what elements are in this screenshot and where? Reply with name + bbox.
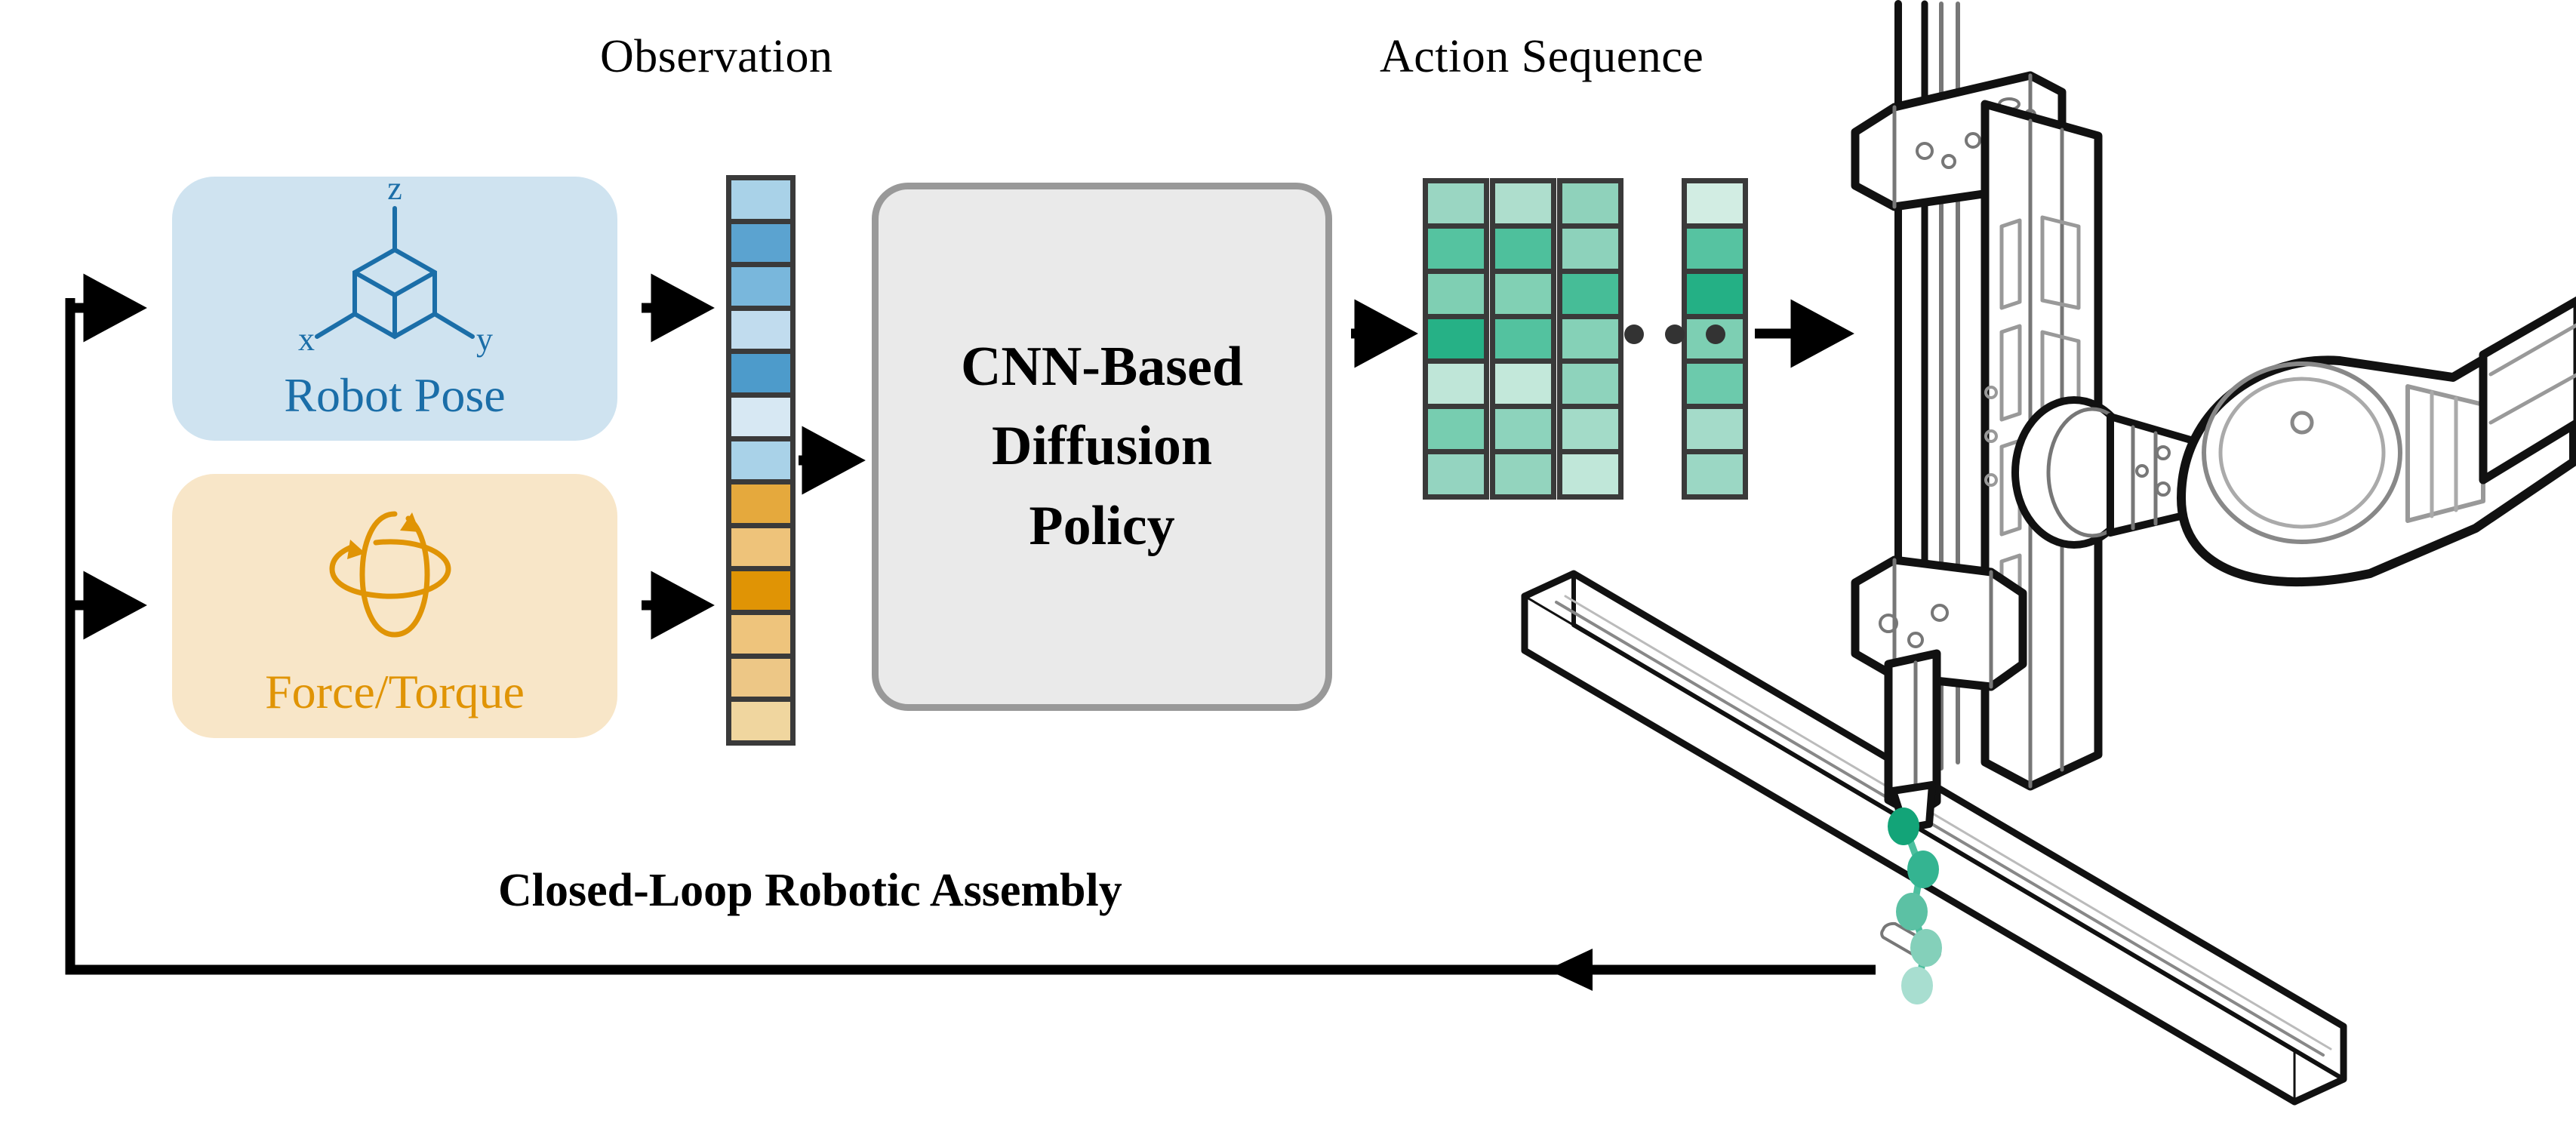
ellipsis-icon <box>1624 325 1725 344</box>
action-token-cell <box>1687 183 1743 229</box>
action-token-cell <box>1428 364 1484 410</box>
observation-token-cell <box>731 398 790 441</box>
action-token-cell <box>1562 318 1618 365</box>
observation-title: Observation <box>600 31 833 82</box>
action-token-cell <box>1428 409 1484 455</box>
action-token-cell <box>1428 228 1484 274</box>
trajectory-path <box>1888 807 1942 1004</box>
ellipsis-dot-1 <box>1624 325 1644 344</box>
action-sequence-title: Action Sequence <box>1380 31 1704 82</box>
action-column-1 <box>1423 178 1489 500</box>
closed-loop-caption: Closed-Loop Robotic Assembly <box>498 865 1122 916</box>
action-token-cell <box>1687 228 1743 274</box>
action-token-cell <box>1562 454 1618 495</box>
action-token-cell <box>1495 318 1551 365</box>
trajectory-point-2 <box>1907 851 1939 888</box>
ellipsis-dot-3 <box>1706 325 1725 344</box>
torque-arrowhead-left <box>347 540 365 559</box>
trajectory-point-4 <box>1910 929 1942 967</box>
robot-pose-label: Robot Pose <box>284 368 506 422</box>
trajectory-point-3 <box>1896 893 1928 931</box>
robot-arm-illustration <box>1521 0 2576 1106</box>
action-token-cell <box>1495 183 1551 229</box>
policy-line-1: CNN-Based <box>960 336 1244 398</box>
force-torque-box[interactable]: Force/Torque <box>172 474 617 738</box>
feedback-loop-path <box>65 298 1876 975</box>
coordinate-frame-cube-icon: z x y <box>298 170 493 358</box>
observation-token-cell <box>731 484 790 528</box>
observation-token-cell <box>731 658 790 703</box>
action-token-cell <box>1562 409 1618 455</box>
force-torque-label: Force/Torque <box>265 665 525 718</box>
observation-token-cell <box>731 267 790 311</box>
action-token-cell <box>1687 273 1743 319</box>
action-token-cell <box>1687 364 1743 410</box>
observation-token-cell <box>731 223 790 268</box>
action-token-cell <box>1495 228 1551 274</box>
policy-line-2: Diffusion <box>992 415 1212 478</box>
ellipsis-dot-2 <box>1665 325 1685 344</box>
observation-token-cell <box>731 528 790 572</box>
diffusion-policy-box[interactable]: CNN-Based Diffusion Policy <box>872 183 1332 711</box>
trajectory-point-5 <box>1901 967 1933 1004</box>
observation-token-cell <box>731 571 790 616</box>
axis-label-y: y <box>476 321 493 358</box>
action-column-3 <box>1557 178 1623 500</box>
robot-arm-joint <box>2177 296 2576 587</box>
action-token-cell <box>1562 228 1618 274</box>
robot-pose-box[interactable]: z x y Robot Pose <box>172 170 617 441</box>
wrist-flange <box>2011 396 2197 549</box>
action-token-cell <box>1428 318 1484 365</box>
action-token-cell <box>1428 273 1484 319</box>
action-token-cell <box>1495 454 1551 495</box>
observation-token-cell <box>731 310 790 355</box>
action-token-cell <box>1562 183 1618 229</box>
trajectory-point-1 <box>1888 807 1919 845</box>
observation-token-cell <box>731 354 790 398</box>
action-token-cell <box>1495 409 1551 455</box>
observation-token-cell <box>731 702 790 740</box>
torque-arrowhead-top <box>400 512 420 532</box>
observation-token-column <box>726 175 796 746</box>
action-column-2 <box>1490 178 1556 500</box>
axis-label-x: x <box>298 321 315 358</box>
action-token-cell <box>1687 454 1743 495</box>
feedback-arrowhead-mid <box>1547 949 1593 991</box>
action-token-cell <box>1495 273 1551 319</box>
action-token-cell <box>1495 364 1551 410</box>
rail-workpiece-illustration <box>1521 570 2347 1106</box>
observation-token-cell <box>731 441 790 485</box>
observation-token-cell <box>731 180 790 224</box>
action-token-cell <box>1562 273 1618 319</box>
action-token-cell <box>1428 183 1484 229</box>
action-token-cell <box>1687 409 1743 455</box>
action-token-cell <box>1428 454 1484 495</box>
policy-label: CNN-Based Diffusion Policy <box>961 328 1243 565</box>
action-token-cell <box>1562 364 1618 410</box>
observation-token-cell <box>731 615 790 659</box>
axis-label-z: z <box>387 170 402 207</box>
torque-rotation-icon <box>329 511 451 638</box>
policy-line-3: Policy <box>1029 494 1175 557</box>
